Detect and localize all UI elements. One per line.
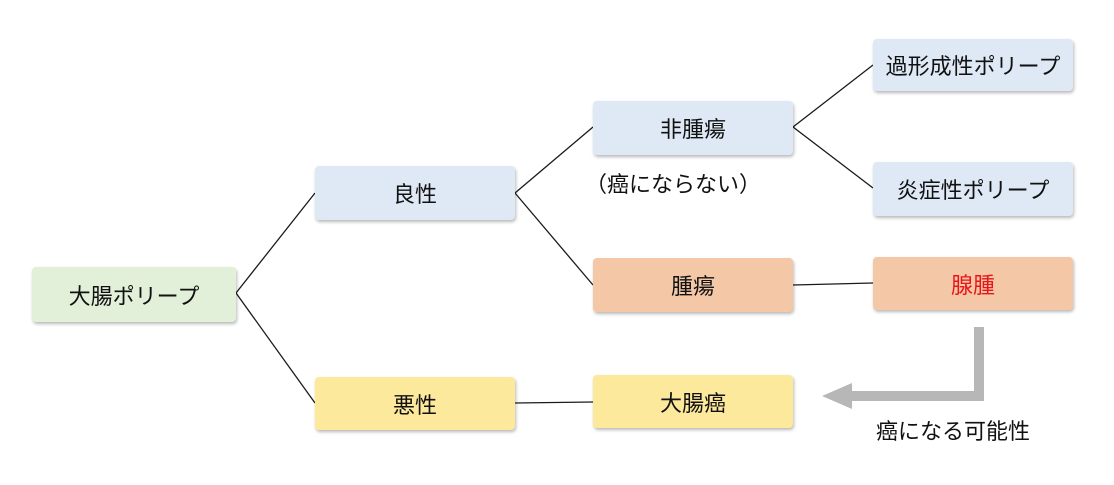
node-malignant: 悪性 bbox=[315, 377, 515, 430]
node-adenoma: 腺腫 bbox=[873, 257, 1073, 310]
note-cancer-potential: 癌になる可能性 bbox=[876, 420, 1031, 445]
connector-root-malignant bbox=[235, 292, 316, 404]
connector-benign-non-neoplastic bbox=[514, 126, 594, 194]
note-does-not-become-cancer: （癌にならない） bbox=[585, 173, 762, 198]
connector-malignant-cancer bbox=[514, 401, 594, 404]
node-non-neoplastic: 非腫瘍 bbox=[593, 101, 793, 155]
connector-benign-neoplastic bbox=[514, 192, 594, 286]
node-colorectal-polyp: 大腸ポリープ bbox=[32, 267, 236, 322]
node-hyperplastic-polyp: 過形成性ポリープ bbox=[873, 39, 1073, 91]
node-colorectal-cancer: 大腸癌 bbox=[593, 375, 793, 428]
node-inflammatory-polyp: 炎症性ポリープ bbox=[873, 162, 1073, 216]
connector-non-neoplastic-inflammatory bbox=[792, 126, 874, 189]
connector-neoplastic-adenoma bbox=[792, 282, 874, 286]
node-benign: 良性 bbox=[315, 166, 515, 220]
connector-root-benign bbox=[235, 192, 316, 294]
connector-non-neoplastic-hyperplastic bbox=[792, 64, 874, 128]
node-neoplastic: 腫瘍 bbox=[593, 258, 793, 312]
progression-arrow bbox=[822, 327, 984, 409]
